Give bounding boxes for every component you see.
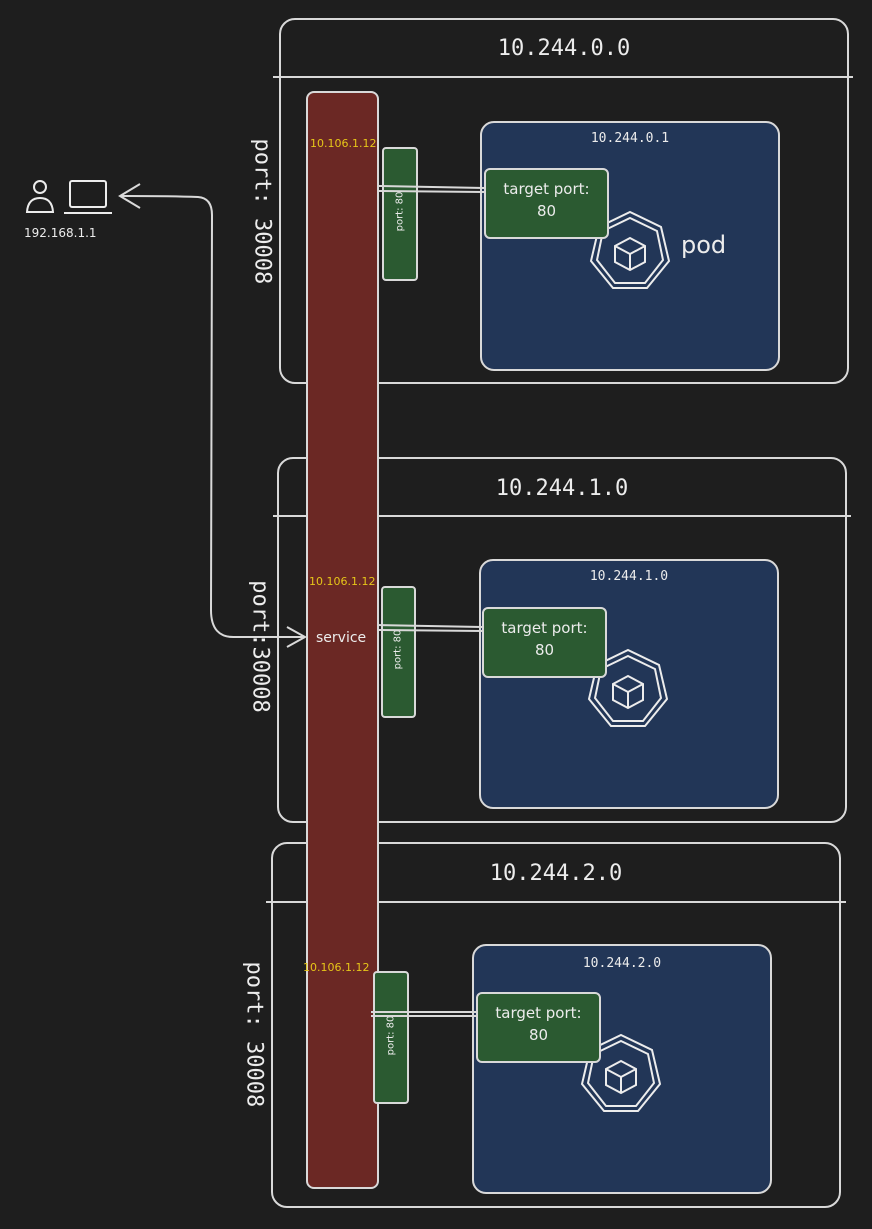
connector-line-2 <box>371 1011 476 1017</box>
target-port-box-2[interactable]: target port: 80 <box>476 992 601 1063</box>
service-ip-1: 10.106.1.12 <box>309 575 376 588</box>
node-frame-0 <box>279 18 849 384</box>
target-port-value-2: 80 <box>528 1026 549 1044</box>
pod-box-2[interactable] <box>472 944 772 1194</box>
arrowhead-client <box>118 183 141 209</box>
pod-box-1[interactable] <box>479 559 779 809</box>
target-port-label-2: target port: <box>495 1004 582 1022</box>
node-divider-0 <box>273 76 853 78</box>
target-port-value-1: 80 <box>534 641 555 659</box>
target-port-value-0: 80 <box>536 202 557 220</box>
service-ip-0: 10.106.1.12 <box>310 137 377 150</box>
pod-ip-0: 10.244.0.1 <box>590 131 670 146</box>
target-port-label-0: target port: <box>503 180 590 198</box>
service-bar[interactable] <box>306 91 379 1189</box>
arrowhead-service <box>286 626 308 648</box>
node-divider-2 <box>266 901 846 903</box>
service-ip-2: 10.106.1.12 <box>303 961 370 974</box>
target-port-box-1[interactable]: target port: 80 <box>482 607 607 678</box>
user-icon <box>25 180 55 213</box>
port-box-2[interactable] <box>373 971 409 1104</box>
client-ip: 192.168.1.1 <box>24 226 97 240</box>
laptop-icon <box>64 180 112 214</box>
port-box-1[interactable] <box>381 586 416 718</box>
node-ip-1: 10.244.1.0 <box>495 476 629 501</box>
pod-ip-2: 10.244.2.0 <box>582 956 662 971</box>
port-box-0[interactable] <box>382 147 418 281</box>
pod-box-0[interactable] <box>480 121 780 371</box>
target-port-box-0[interactable]: target port: 80 <box>484 168 609 239</box>
service-label: service <box>316 630 367 646</box>
target-port-label-1: target port: <box>501 619 588 637</box>
connector-line-0 <box>378 185 485 193</box>
node-ip-2: 10.244.2.0 <box>489 861 623 886</box>
node-frame-2 <box>271 842 841 1208</box>
node-ip-0: 10.244.0.0 <box>497 36 631 61</box>
pod-ip-1: 10.244.1.0 <box>589 569 669 584</box>
node-divider-1 <box>273 515 851 517</box>
pod-label: pod <box>681 231 727 259</box>
node-frame-1 <box>277 457 847 823</box>
connector-line-1 <box>376 624 483 632</box>
client-arrow <box>119 195 305 639</box>
